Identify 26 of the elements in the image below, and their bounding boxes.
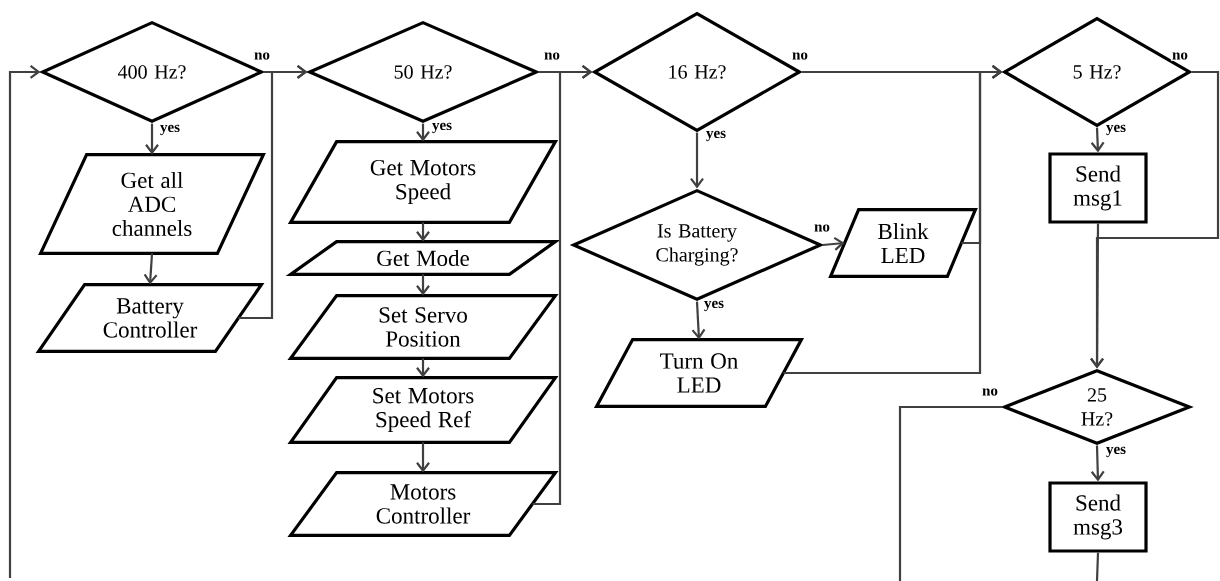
- arrow: [691, 301, 706, 340]
- arrow: [1090, 223, 1104, 369]
- arrow: [822, 236, 845, 251]
- edge-label: no: [542, 51, 562, 61]
- arrow: [1090, 445, 1105, 482]
- arrow: [532, 65, 593, 506]
- arrow: [238, 65, 308, 320]
- process-box: Send msg1: [1048, 152, 1148, 224]
- arrow: [416, 358, 430, 378]
- arrow: [783, 65, 1003, 375]
- edge-label: yes: [430, 121, 454, 135]
- edge-label: no: [980, 387, 1000, 397]
- arrow: [143, 253, 158, 285]
- arrow: [690, 132, 704, 189]
- edge-label: yes: [702, 299, 726, 313]
- arrow: [416, 274, 430, 296]
- edge-label: yes: [158, 123, 182, 137]
- arrow: [1090, 127, 1105, 153]
- edge-label: no: [1170, 51, 1190, 61]
- arrow: [145, 123, 159, 155]
- arrow: [416, 123, 430, 142]
- arrow: [416, 222, 430, 242]
- arrow: [416, 442, 430, 473]
- edge-label: yes: [1104, 445, 1128, 459]
- arrow: [8, 65, 41, 578]
- process-box: Send msg3: [1048, 481, 1148, 553]
